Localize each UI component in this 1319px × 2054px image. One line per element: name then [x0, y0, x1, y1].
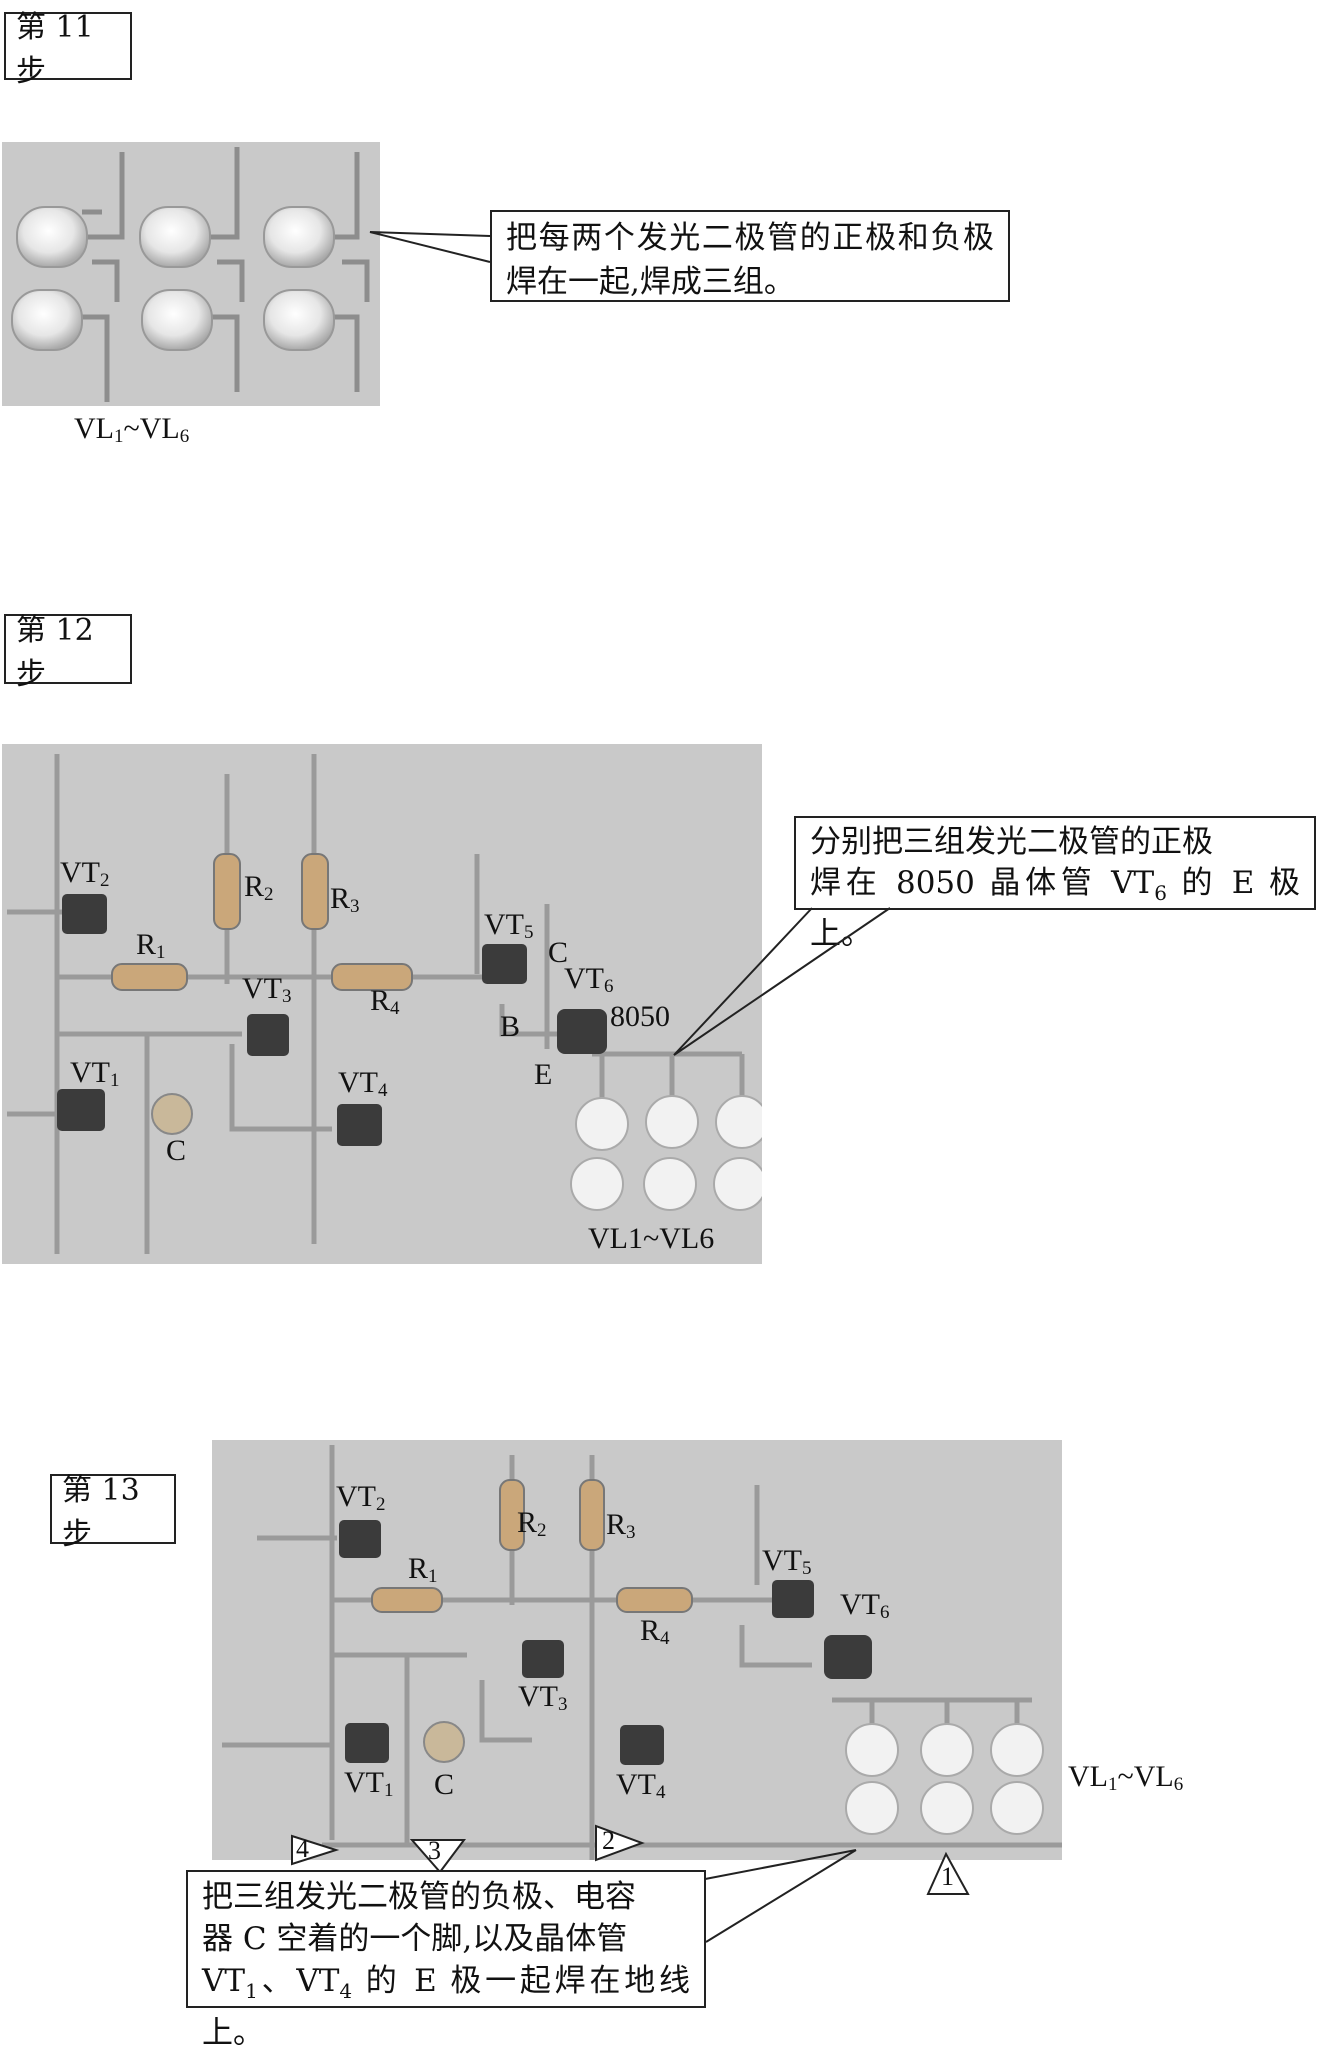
label-r3: R3	[330, 882, 360, 917]
s13-label-c: C	[434, 1768, 455, 1801]
step-13-callout: 把三组发光二极管的负极、电容 器 C 空着的一个脚,以及晶体管 VT1、VT4 …	[186, 1870, 706, 2051]
step-13-photo: VT2 R2 R3 R1 VT5 VT6 R4 VT3 VT1 C VT4	[212, 1440, 1062, 1860]
marker-2: 2	[602, 1826, 615, 1855]
label-vl: VL1~VL6	[588, 1222, 715, 1255]
step-12-callout: 分别把三组发光二极管的正极 焊在 8050 晶体管 VT6 的 E 极上。	[794, 816, 1316, 952]
step-11-caption: VL1~VL6	[74, 412, 190, 447]
label-vt1: VT1	[70, 1056, 120, 1091]
s13-label-vt3: VT3	[518, 1680, 568, 1715]
step-11-label: 第 11 步	[4, 10, 132, 89]
s13-label-r1: R1	[408, 1552, 438, 1587]
label-r1: R1	[136, 928, 166, 963]
step-12-photo: VT2 R2 R3 R1 VT5 C VT6 VT3 R4 8050 B E V…	[2, 744, 762, 1264]
marker-1: 1	[941, 1862, 954, 1891]
label-r2: R2	[244, 870, 274, 905]
label-vt3: VT3	[242, 972, 292, 1007]
label-b: B	[500, 1010, 521, 1043]
label-vt5: VT5	[484, 908, 534, 943]
s13-label-vt6: VT6	[840, 1588, 890, 1623]
s13-label-vt5: VT5	[762, 1544, 812, 1579]
s13-label-r2: R2	[517, 1506, 547, 1541]
step-13-circuit-illustration	[222, 1445, 1062, 1860]
label-r4: R4	[370, 984, 400, 1019]
label-8050: 8050	[610, 1000, 670, 1033]
step-13-label: 第 13 步	[50, 1473, 176, 1552]
step-11-callout: 把每两个发光二极管的正极和负极焊在一起,焊成三组。	[490, 210, 1010, 302]
label-c-collector: C	[548, 936, 569, 969]
s13-label-vt2: VT2	[336, 1480, 386, 1515]
step-11-photo	[2, 142, 380, 406]
step-13-vl-caption: VL1~VL6	[1068, 1760, 1184, 1795]
marker-3: 3	[428, 1836, 441, 1865]
label-e: E	[534, 1058, 553, 1091]
step-12-label: 第 12 步	[4, 613, 132, 692]
label-vt6: VT6	[564, 962, 614, 997]
s13-label-r3: R3	[606, 1508, 636, 1543]
led-pairs-illustration	[11, 147, 370, 402]
marker-4: 4	[296, 1834, 309, 1863]
label-c-capacitor: C	[166, 1134, 187, 1167]
s13-label-r4: R4	[640, 1614, 670, 1649]
s13-label-vt4: VT4	[616, 1768, 666, 1803]
s13-label-vt1: VT1	[344, 1766, 394, 1801]
label-vt2: VT2	[60, 856, 110, 891]
label-vt4: VT4	[338, 1066, 388, 1101]
